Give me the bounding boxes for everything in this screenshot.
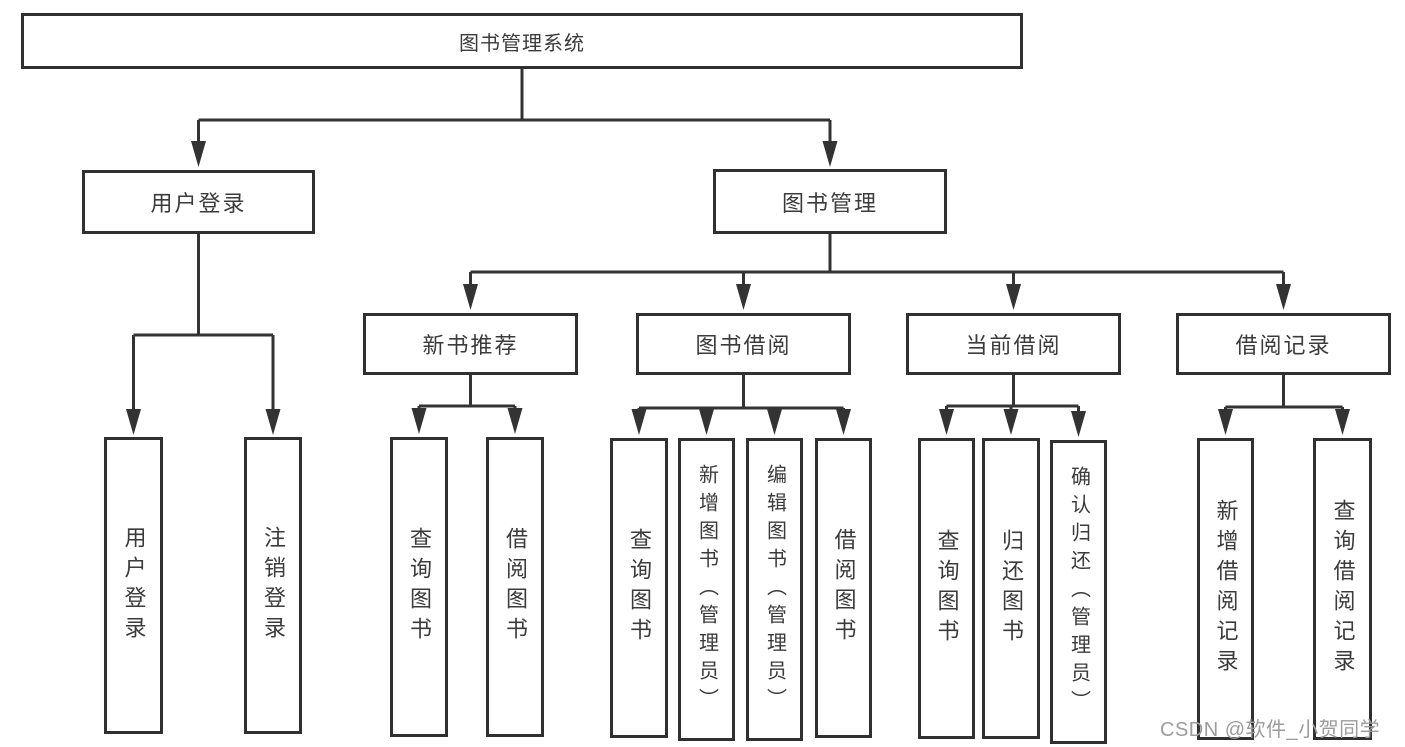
watermark: CSDN @软件_小贺同学 [1160, 719, 1381, 741]
node-book-management: 图书管理 [713, 169, 947, 234]
arrowhead [939, 409, 954, 435]
node-current-borrow: 当前借阅 [906, 313, 1121, 375]
leaf-confirm-return-admin: 确认归还（管理员） [1050, 440, 1107, 744]
node-label: 确认归还（管理员） [1067, 466, 1090, 718]
node-label: 用户登录 [121, 525, 147, 646]
connector-current-borrow-to-leaves [945, 375, 1080, 414]
arrowhead [126, 409, 141, 435]
node-label: 查询图书 [627, 528, 652, 648]
connector-book-borrow-to-leaves [637, 375, 845, 412]
node-label: 当前借阅 [965, 333, 1062, 358]
node-label: 编辑图书（管理员） [763, 463, 786, 716]
node-label: 查询图书 [407, 527, 432, 647]
leaf-return-book: 归还图书 [982, 438, 1040, 739]
leaf-logout: 注销登录 [244, 437, 302, 734]
arrowhead [411, 408, 427, 434]
node-label: 借阅图书 [503, 527, 528, 647]
node-label: 新增图书（管理员） [695, 463, 718, 716]
arrowhead [1335, 409, 1350, 435]
node-label: 用户登录 [150, 191, 247, 216]
leaf-query-borrow-record: 查询借阅记录 [1313, 438, 1372, 740]
leaf-query-book-1: 查询图书 [390, 437, 448, 737]
node-label: 新增借阅记录 [1213, 499, 1239, 679]
node-label: 图书管理 [781, 190, 878, 216]
node-label: 注销登录 [261, 525, 286, 646]
arrowhead [463, 284, 478, 310]
arrowhead [1218, 409, 1233, 435]
arrowhead [265, 409, 281, 435]
connector-borrow-records-to-leaves [1224, 375, 1344, 412]
arrowhead [507, 408, 523, 434]
leaf-add-book-admin: 新增图书（管理员） [678, 438, 735, 741]
arrowhead [699, 409, 714, 435]
arrowhead [631, 409, 647, 435]
node-label: 借阅记录 [1235, 333, 1332, 358]
arrowhead [1071, 411, 1086, 437]
node-book-borrow: 图书借阅 [636, 313, 851, 375]
node-label: 查询图书 [934, 528, 960, 649]
node-label: 归还图书 [999, 528, 1024, 649]
leaf-add-borrow-record: 新增借阅记录 [1197, 438, 1254, 740]
node-new-book-recommend: 新书推荐 [363, 313, 578, 375]
arrowhead [1003, 409, 1019, 435]
connector-root-to-level2 [197, 69, 832, 145]
leaf-query-book-2: 查询图书 [610, 438, 668, 738]
arrowhead [191, 141, 206, 167]
node-label: 查询借阅记录 [1330, 499, 1356, 679]
arrowhead [822, 141, 838, 167]
node-label: 图书借阅 [695, 333, 792, 358]
node-label: 借阅图书 [831, 528, 857, 648]
connector-book-management-to-level3 [469, 234, 1285, 288]
node-borrow-records: 借阅记录 [1176, 313, 1391, 375]
node-label: 图书管理系统 [459, 32, 585, 55]
arrowhead [736, 284, 751, 310]
node-root: 图书管理系统 [21, 13, 1023, 69]
leaf-borrow-book-1: 借阅图书 [486, 437, 544, 737]
leaf-query-book-3: 查询图书 [918, 438, 975, 739]
leaf-user-login: 用户登录 [104, 437, 163, 734]
leaf-borrow-book-2: 借阅图书 [815, 438, 872, 738]
arrowhead [767, 409, 782, 435]
node-user-login: 用户登录 [82, 170, 315, 234]
arrowhead [1006, 284, 1021, 310]
leaf-edit-book-admin: 编辑图书（管理员） [746, 438, 803, 741]
arrowhead [836, 409, 851, 435]
connector-new-book-recommend-to-leaves [417, 375, 517, 412]
connector-user-login-to-leaves [132, 234, 275, 412]
node-label: 新书推荐 [422, 333, 519, 358]
arrowhead [1276, 284, 1291, 310]
